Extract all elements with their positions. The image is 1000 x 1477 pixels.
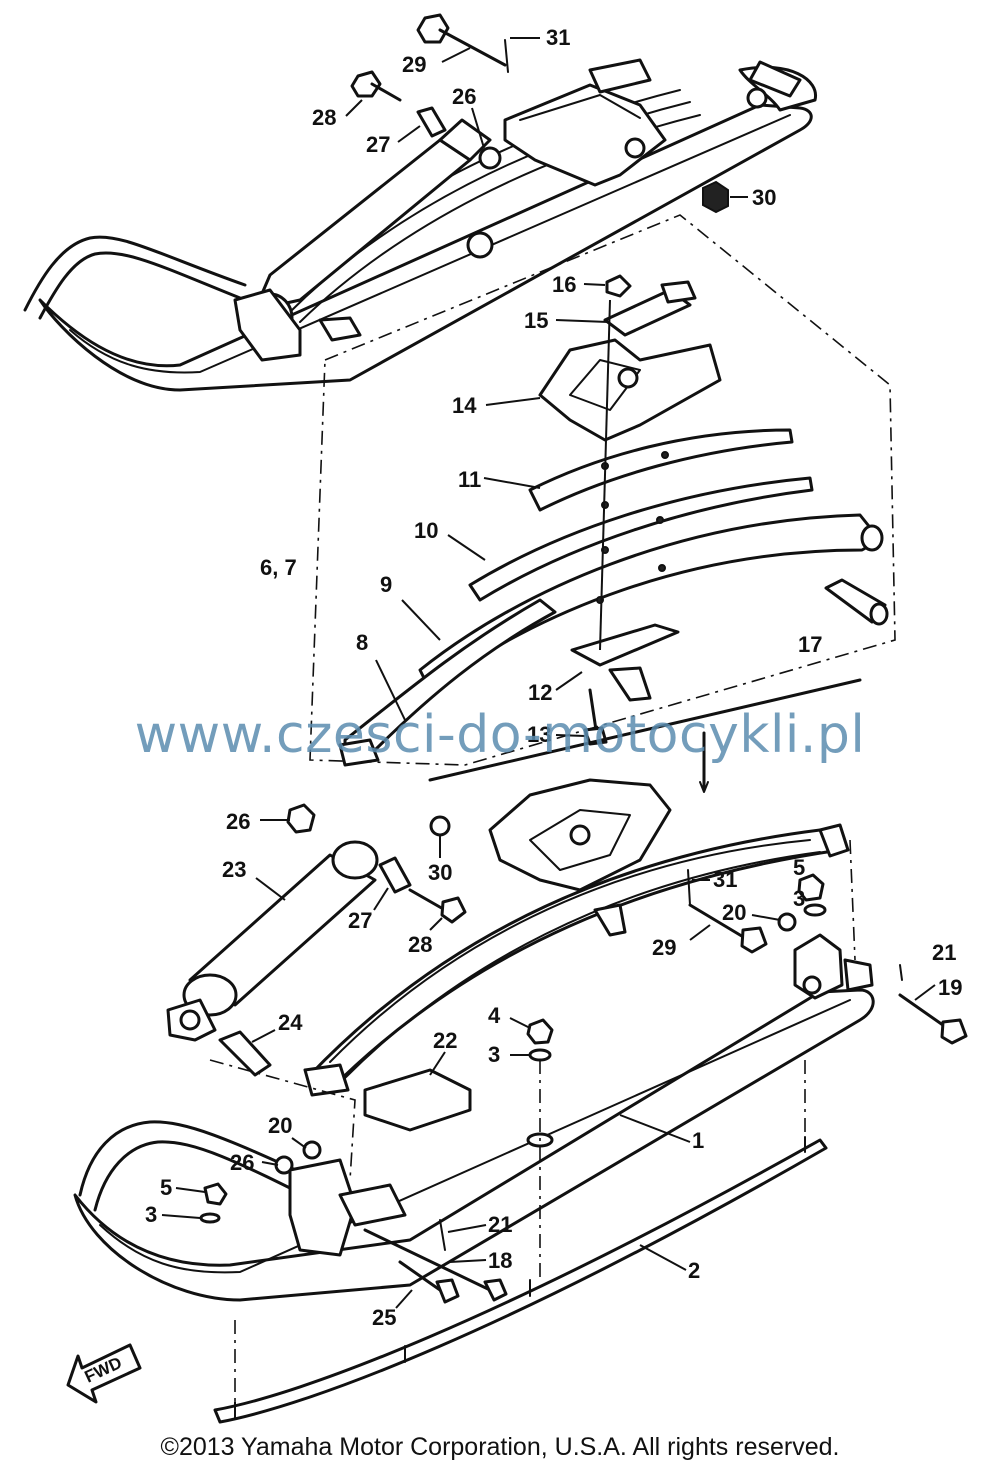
spring-callouts: 16 15 14 11 10 6, 7 9 8 17 12 13: [260, 272, 822, 747]
nut-26: [478, 146, 502, 170]
bolt-29-head: [416, 13, 450, 44]
callout-31-bottom: 31: [713, 867, 737, 892]
callout-24: 24: [278, 1010, 303, 1035]
callout-23: 23: [222, 857, 246, 882]
callout-27-top: 27: [366, 132, 390, 157]
callout-20-rear: 20: [722, 900, 746, 925]
callout-3-middle: 3: [488, 1042, 500, 1067]
callout-21-front: 21: [488, 1212, 512, 1237]
callout-20-front: 20: [268, 1113, 292, 1138]
nut-26-bottom: [286, 803, 316, 834]
callout-5-rear: 5: [793, 855, 805, 880]
callout-1: 1: [692, 1128, 704, 1153]
callout-8: 8: [356, 630, 368, 655]
callout-15: 15: [524, 308, 548, 333]
forward-arrow: FWD: [66, 1343, 142, 1404]
lower-ski-assembly: [73, 778, 968, 1424]
callout-9: 9: [380, 572, 392, 597]
callout-16: 16: [552, 272, 576, 297]
callout-4: 4: [488, 1003, 501, 1028]
callout-12: 12: [528, 680, 552, 705]
callout-3-front: 3: [145, 1202, 157, 1227]
callout-14: 14: [452, 393, 477, 418]
collar-27: [416, 106, 447, 138]
callout-6-7: 6, 7: [260, 555, 297, 580]
callout-28-bottom: 28: [408, 932, 432, 957]
callout-5-front: 5: [160, 1175, 172, 1200]
callout-18: 18: [488, 1248, 512, 1273]
bolt-28-bottom: [440, 896, 467, 924]
callout-29-bottom: 29: [652, 935, 676, 960]
upper-ski-assembly: [23, 13, 818, 392]
callout-27-bottom: 27: [348, 908, 372, 933]
bolt-16: [605, 274, 632, 298]
callout-26-bottom-b: 26: [230, 1150, 254, 1175]
nut-30: [702, 180, 729, 214]
callout-25: 25: [372, 1305, 396, 1330]
callout-31-top: 31: [546, 25, 570, 50]
callout-21-rear: 21: [932, 940, 956, 965]
spring-exploded-parts: [338, 274, 889, 793]
callout-22: 22: [433, 1028, 457, 1053]
callout-26-top: 26: [452, 84, 476, 109]
collar-27-bottom: [378, 856, 412, 894]
nut-30-bottom: [429, 815, 451, 837]
callout-11: 11: [458, 467, 481, 492]
saddle-14: [538, 338, 722, 442]
bushing-24: [218, 1030, 272, 1077]
lower-callouts: 26 30 23 27 28 31 29 5 3 20 21 19 24 4 3…: [145, 809, 962, 1330]
callout-29-top: 29: [402, 52, 426, 77]
callout-19: 19: [938, 975, 962, 1000]
callout-2: 2: [688, 1258, 700, 1283]
callout-17: 17: [798, 632, 822, 657]
leaf-8: [343, 598, 557, 762]
callout-30-top: 30: [752, 185, 776, 210]
callout-26-bottom-a: 26: [226, 809, 250, 834]
copyright-notice: ©2013 Yamaha Motor Corporation, U.S.A. A…: [160, 1433, 840, 1461]
plate-22: [363, 1068, 472, 1132]
callout-10: 10: [414, 518, 438, 543]
plate-12: [570, 623, 680, 667]
callout-3-rear: 3: [793, 886, 805, 911]
callout-13: 13: [527, 722, 551, 747]
leaf-10: [468, 476, 814, 602]
wear-bar-2: [213, 1138, 828, 1424]
callout-28-top: 28: [312, 105, 336, 130]
callout-30-bottom: 30: [428, 860, 452, 885]
spring-group-boundary: [309, 214, 896, 766]
bolt-28-head: [350, 70, 382, 98]
upper-callouts: 31 29 28 26 27 30: [312, 25, 776, 210]
